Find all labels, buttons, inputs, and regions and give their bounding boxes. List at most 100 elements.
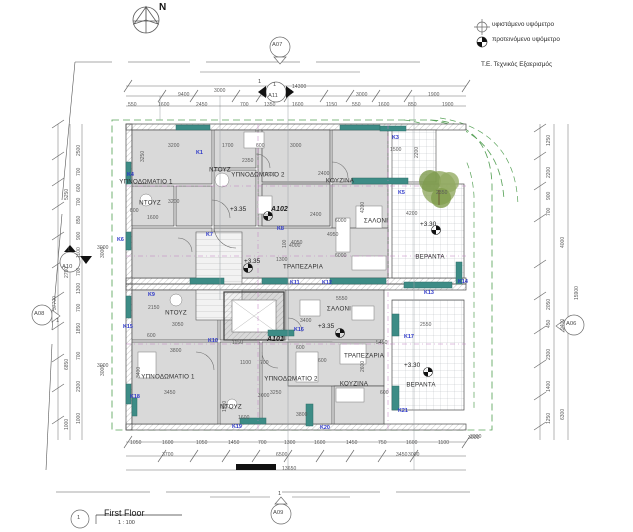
- door-tag-k9[interactable]: K9: [148, 292, 155, 298]
- door-swings: [177, 153, 349, 371]
- section-marker-A08-number: 1: [56, 318, 60, 324]
- elevation-label-4: +3.30: [420, 221, 437, 228]
- dim-interior-9: 2350: [436, 190, 448, 196]
- legend-item-proposed-label: προτεινόμενο υψόμετρο: [492, 36, 560, 43]
- door-tag-k7[interactable]: K7: [206, 232, 213, 238]
- dim-interior-22: 100: [282, 239, 288, 248]
- dim-interior-23: 4000: [289, 243, 301, 249]
- door-tag-k4[interactable]: K4: [127, 172, 134, 178]
- title-block-graphic: [70, 509, 182, 529]
- dim-top-minor-6: 1150: [326, 102, 338, 108]
- dim-left-minor-3: 700: [76, 197, 82, 206]
- section-marker-A06-label[interactable]: A06: [566, 321, 577, 327]
- unit-a101-veranda: [391, 299, 465, 411]
- door-tag-k15[interactable]: K15: [123, 324, 133, 330]
- dim-interior-1: 3250: [140, 150, 146, 162]
- north-arrow-icon: [132, 5, 160, 34]
- dim-interior-3: 1700: [222, 143, 234, 149]
- dim-left-major-2: 6850: [64, 358, 70, 370]
- dim-top-minor-1: 1600: [158, 102, 170, 108]
- dim-left-minor-4: 850: [76, 215, 82, 224]
- dim-right-major-0: 4000: [560, 236, 566, 248]
- legend-item-existing-label: υφιστάμενο υψόμετρο: [492, 21, 555, 28]
- dim-top-minor-8: 1600: [378, 102, 390, 108]
- room-label: ΤΡΑΠΕΖΑΡΙΑ: [282, 263, 324, 271]
- dim-interior-12: 1500: [264, 172, 276, 178]
- door-tag-k14[interactable]: K14: [458, 279, 468, 285]
- dim-right-minor-5: 450: [546, 319, 552, 328]
- dim-bottom-minor-4: 700: [258, 440, 267, 446]
- door-tag-k12[interactable]: K12: [322, 280, 332, 286]
- section-marker-A08-label[interactable]: A08: [34, 311, 45, 317]
- dim-interior-7: 1500: [390, 147, 402, 153]
- section-marker-A10-number: 1: [67, 247, 71, 253]
- door-tag-k6[interactable]: K6: [117, 237, 124, 243]
- dim-interior-18: 6000: [335, 218, 347, 224]
- door-tag-k21[interactable]: K21: [398, 408, 408, 414]
- dim-right-minor-0: 1250: [546, 134, 552, 146]
- dim-interior-36: 1900: [222, 400, 228, 412]
- dim-interior-46: 3000: [468, 435, 480, 441]
- dimension-ticks: [51, 79, 547, 463]
- page-title: First Floor: [104, 508, 145, 518]
- dim-interior-42: 5450: [376, 340, 388, 346]
- scale-bar: [236, 464, 276, 470]
- elevation-symbols: [243, 211, 441, 377]
- dim-left-minor-2: 600: [76, 183, 82, 192]
- section-marker-A11-label[interactable]: A11: [268, 93, 278, 99]
- legend-note: Τ.Ε. Τεχνικός Εξαερισμός: [481, 61, 553, 68]
- door-tag-k13[interactable]: K13: [424, 290, 434, 296]
- dim-left-minor-9: 700: [76, 303, 82, 312]
- site-boundary: [45, 61, 470, 493]
- axis-lines: [126, 124, 466, 430]
- door-tag-k3[interactable]: K3: [392, 135, 399, 141]
- room-label: ΝΤΟΥΖ: [139, 199, 161, 207]
- section-marker-A09-label[interactable]: A09: [273, 510, 284, 516]
- door-tag-k8[interactable]: K8: [277, 226, 284, 232]
- dim-right-minor-4: 2050: [546, 298, 552, 310]
- door-tag-k11[interactable]: K11: [290, 280, 300, 286]
- door-tag-k17[interactable]: K17: [404, 334, 414, 340]
- dim-top-minor-9: 850: [408, 102, 417, 108]
- dim-left-minor-6: 1100: [76, 247, 82, 258]
- door-tag-k19[interactable]: K19: [232, 424, 242, 430]
- door-tag-k5[interactable]: K5: [398, 190, 405, 196]
- dim-top-major-0: 9400: [178, 92, 190, 98]
- door-tag-k1[interactable]: K1: [196, 150, 203, 156]
- dim-interior-10: 1600: [147, 215, 159, 221]
- dim-bottom-minor-10: 1100: [438, 440, 450, 446]
- dim-interior-44: 600: [380, 390, 389, 396]
- dim-interior-45: 2550: [420, 322, 432, 328]
- dim-interior-27: 3800: [170, 348, 182, 354]
- dim-bottom-major-2: 3450: [396, 452, 408, 458]
- door-tag-k20[interactable]: K20: [320, 425, 330, 431]
- dim-bottom-overall: 13650: [282, 466, 297, 472]
- dim-right-minor-8: 1250: [546, 412, 552, 424]
- room-label: ΒΕΡΑΝΤΑ: [415, 253, 445, 261]
- section-marker-A09-graphic: [210, 496, 350, 525]
- section-marker-A07-graphic: [200, 36, 360, 73]
- section-marker-A07-label[interactable]: A07: [272, 42, 283, 48]
- elevation-label-5: +3.30: [404, 362, 421, 369]
- section-marker-A07-number: 1: [258, 79, 262, 85]
- room-label: ΚΟΥΖΙΝΑ: [339, 380, 369, 388]
- dim-interior-35: 1600: [238, 415, 250, 421]
- dim-interior-2: 3200: [168, 199, 180, 205]
- dim-interior-21: 1300: [276, 257, 288, 263]
- door-tag-k10[interactable]: K10: [208, 338, 218, 344]
- section-marker-A11-number: 1: [273, 82, 277, 88]
- room-label: ΣΑΛΟΝΙ: [326, 305, 352, 313]
- section-marker-A10-label[interactable]: A10: [62, 264, 73, 270]
- dim-interior-40: 600: [296, 345, 305, 351]
- dim-top-minor-3: 700: [240, 102, 249, 108]
- door-tag-k18[interactable]: K18: [130, 394, 140, 400]
- dim-interior-19: 6000: [335, 253, 347, 259]
- dim-interior-38: 3250: [270, 390, 282, 396]
- elevation-label-3: +3.35: [318, 323, 335, 330]
- dim-interior-13: 2400: [318, 171, 330, 177]
- dim-interior-15: 4200: [360, 201, 366, 213]
- dim-interior-47: 3000: [97, 245, 109, 251]
- door-tag-k16[interactable]: K16: [294, 327, 304, 333]
